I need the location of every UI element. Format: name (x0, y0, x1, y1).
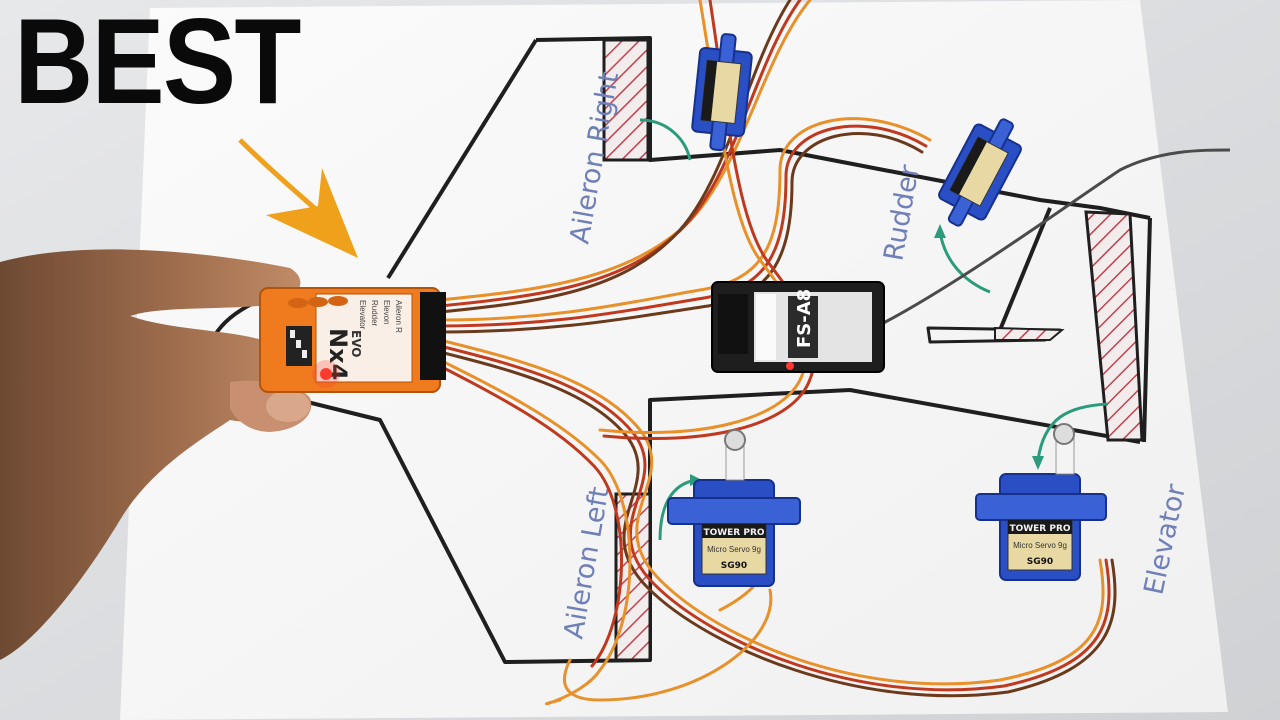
arrow-head-icon (690, 474, 702, 486)
servo-brand: TOWER PRO (1009, 524, 1070, 534)
servo-elevator: TOWER PRO Micro Servo 9g SG90 (975, 423, 1107, 581)
servo-desc: Micro Servo 9g (707, 545, 761, 554)
servo-desc: Micro Servo 9g (1013, 541, 1067, 550)
servo-model: SG90 (1027, 557, 1053, 567)
mixer-channel-label: Rudder (370, 300, 379, 327)
receiver-led (786, 362, 794, 370)
nx4-mixer: EVO Nx4 Aileron R Elevon Rudder Elevator (259, 287, 446, 393)
servo-aileron-left: TOWER PRO Micro Servo 9g SG90 (667, 429, 801, 587)
aileron-right-surface (602, 38, 650, 162)
servo-wires (438, 0, 1117, 706)
servo-brand: TOWER PRO (703, 528, 764, 538)
receiver-model: FS-A8 (794, 289, 815, 348)
rudder-surface (994, 326, 1065, 341)
headline: BEST (14, 0, 301, 129)
receiver: FS-A8 (711, 281, 885, 373)
mixer-channel-label: Elevon (382, 300, 391, 324)
antenna-wire (869, 148, 1231, 332)
servo-model: SG90 (721, 561, 747, 571)
pointer-arrow-icon (238, 138, 358, 258)
elevator-surface (1084, 210, 1144, 442)
arrow-head-icon (1032, 456, 1044, 470)
mixer-channel-label: Aileron R (394, 300, 403, 333)
hand (0, 249, 312, 661)
mixer-led (320, 368, 332, 380)
mixer-channel-label: Elevator (358, 300, 367, 330)
arrow-head-icon (934, 224, 946, 238)
mixer-brand: EVO (349, 330, 363, 357)
